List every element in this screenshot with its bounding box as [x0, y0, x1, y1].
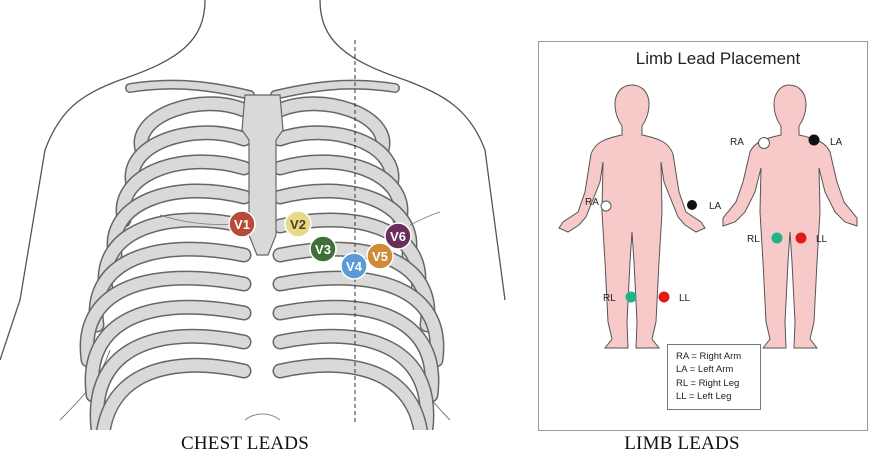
svg-text:RA: RA	[730, 137, 744, 148]
lead-v5: V5	[367, 243, 393, 269]
limb-legend: RA = Right Arm LA = Left Arm RL = Right …	[667, 344, 761, 410]
svg-text:RL: RL	[603, 293, 616, 304]
lead-v2: V2	[285, 211, 311, 237]
svg-text:RL: RL	[747, 234, 760, 245]
lead-v6-label: V6	[390, 229, 406, 244]
chest-leads-diagram: V1 V2 V3 V4 V5 V6	[0, 0, 510, 430]
svg-text:LA: LA	[709, 201, 722, 212]
lead-v4-label: V4	[346, 259, 363, 274]
limb-leads-caption: LIMB LEADS	[562, 433, 802, 455]
legend-item: LL = Left Leg	[676, 390, 760, 403]
lead-v1: V1	[229, 211, 255, 237]
fig2-electrode-ra: RA	[730, 137, 770, 149]
fig1-electrode-la: LA	[687, 200, 722, 212]
lead-v1-label: V1	[234, 217, 250, 232]
lead-v6: V6	[385, 223, 411, 249]
svg-text:RA: RA	[585, 197, 599, 208]
rib	[97, 336, 244, 430]
body-figure-arms-out	[723, 85, 857, 348]
lead-v4: V4	[341, 253, 367, 279]
rib-fill	[280, 278, 437, 360]
body-figure-arms-down	[559, 85, 705, 348]
svg-text:LL: LL	[679, 293, 691, 304]
chest-illustration: V1 V2 V3 V4 V5 V6	[0, 0, 510, 430]
legend-item: RA = Right Arm	[676, 350, 760, 363]
rib	[92, 307, 244, 395]
legend-item: LA = Left Arm	[676, 363, 760, 376]
rib-fill	[102, 365, 244, 430]
lead-v5-label: V5	[372, 249, 388, 264]
rib	[280, 307, 432, 395]
rib-fill	[280, 365, 422, 430]
svg-text:LL: LL	[816, 234, 828, 245]
svg-text:LA: LA	[830, 137, 843, 148]
fig1-electrode-ll: LL	[659, 292, 691, 305]
chest-leads-caption: CHEST LEADS	[95, 433, 395, 455]
rib	[280, 336, 427, 430]
lead-v3: V3	[310, 236, 336, 262]
lead-v3-label: V3	[315, 242, 331, 257]
rib-fill	[87, 278, 244, 360]
lead-v2-label: V2	[290, 217, 306, 232]
legend-item: RL = Right Leg	[676, 377, 760, 390]
limb-lead-panel: Limb Lead Placement RA LA RL LL RA	[538, 41, 868, 431]
